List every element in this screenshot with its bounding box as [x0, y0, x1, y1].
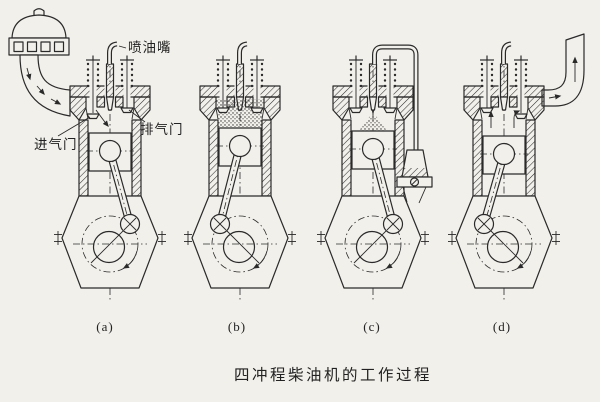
injector-cane: [237, 41, 248, 64]
crank-pin: [209, 213, 260, 264]
engine-panel-c: [317, 44, 433, 301]
injector-tip: [371, 110, 375, 116]
injector-cane: [107, 41, 118, 64]
panel-label-c: (c): [363, 319, 380, 334]
exhaust-pipe: [541, 33, 585, 107]
crank-pin: [90, 213, 141, 264]
panel-label-a: (a): [96, 319, 113, 334]
panel-label-d: (d): [493, 319, 511, 334]
injector-label: 喷油嘴: [128, 40, 172, 55]
intake-flow-arrow: [95, 109, 109, 128]
intake-valve-closed: [216, 107, 230, 114]
fuel-spray: [359, 116, 387, 131]
exhaust-valve-open: [514, 108, 528, 120]
engine-panel-a: [8, 8, 166, 302]
fuel-pipe: [372, 44, 419, 151]
exhaust-valve-closed: [250, 107, 264, 114]
engine-assembly: [448, 56, 560, 302]
intake-pipe: [19, 54, 71, 117]
intake-valve-label: 进气门: [34, 137, 78, 152]
panel-label-b: (b): [228, 319, 246, 334]
figure-caption: 四冲程柴油机的工作过程: [234, 366, 432, 384]
crank-pin: [353, 213, 404, 264]
injection-pump: [396, 149, 433, 204]
intake-valve-closed: [349, 107, 363, 114]
compressed-charge-stipple: [216, 99, 264, 127]
exhaust-flow-arrow: [513, 110, 521, 128]
piston-and-rod: [480, 135, 528, 231]
engine-panel-b: [184, 41, 296, 302]
intake-valve-open: [86, 108, 100, 120]
injector-cane: [501, 41, 512, 64]
exhaust-valve-leader-line: [128, 109, 146, 123]
engine-panel-d: [448, 33, 585, 302]
exhaust-valve-label: 排气门: [140, 122, 184, 137]
intake-valve-closed: [480, 107, 494, 114]
crank-pin: [473, 213, 524, 264]
engine-assembly: [184, 56, 296, 302]
piston-and-rod: [216, 127, 264, 231]
engine-assembly: [54, 56, 166, 302]
air-filter: [8, 8, 70, 56]
exhaust-valve-closed: [383, 107, 397, 114]
intake-valve-leader-line: [57, 116, 91, 137]
injector-leader-line: [118, 45, 127, 49]
